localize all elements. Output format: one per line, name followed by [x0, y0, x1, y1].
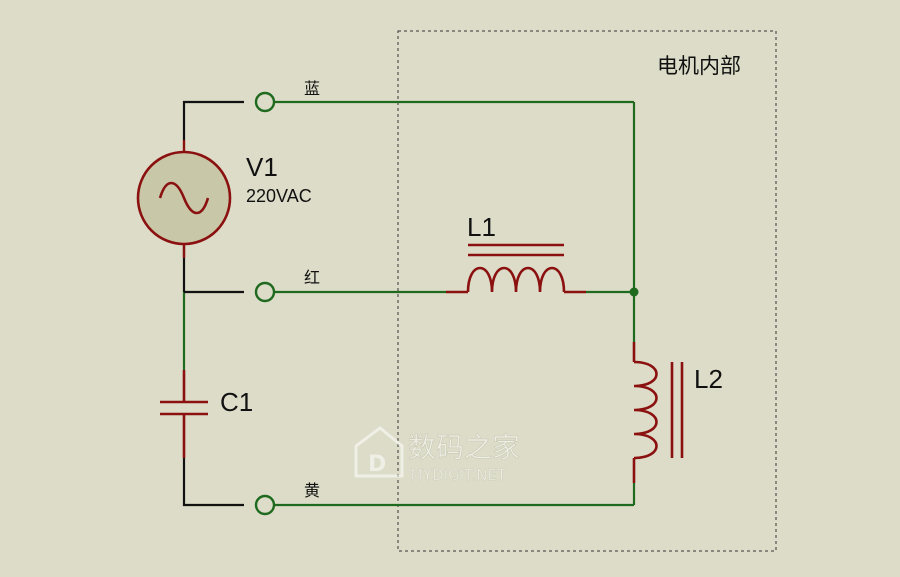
ac-source [136, 140, 232, 258]
capacitor-ref-label: C1 [220, 387, 253, 417]
terminal-label-red: 红 [304, 268, 320, 287]
inductor-l2 [632, 342, 684, 483]
capacitor [160, 370, 208, 458]
junction-dot [629, 287, 639, 297]
inductor-l1 [446, 243, 586, 294]
terminal-label-yellow: 黄 [304, 481, 320, 500]
svg-text:D: D [368, 452, 386, 477]
inductor-l1-ref-label: L1 [467, 212, 496, 242]
terminals [254, 91, 276, 516]
terminal-yellow [254, 494, 276, 516]
leads [182, 100, 244, 507]
inductor-l2-ref-label: L2 [694, 364, 723, 394]
watermark-cn: 数码之家 [408, 431, 520, 464]
inductor-l1-coil [466, 266, 566, 293]
watermark-logo-icon: D [354, 426, 404, 478]
source-ref-label: V1 [246, 152, 278, 182]
motor-internal-title: 电机内部 [657, 54, 741, 78]
terminal-blue [254, 91, 276, 113]
terminal-red [254, 281, 276, 303]
lead-capacitor-bottom [182, 458, 244, 507]
source-value-label: 220VAC [246, 186, 312, 206]
lead-source-top [182, 100, 244, 140]
inductor-l2-coil [633, 360, 658, 460]
terminal-label-blue: 蓝 [304, 79, 320, 98]
sine-wave-icon [158, 181, 210, 215]
watermark-en: MYDIGIT.NET [410, 466, 507, 484]
watermark: D 数码之家 MYDIGIT.NET [354, 426, 520, 484]
wires [182, 100, 636, 507]
